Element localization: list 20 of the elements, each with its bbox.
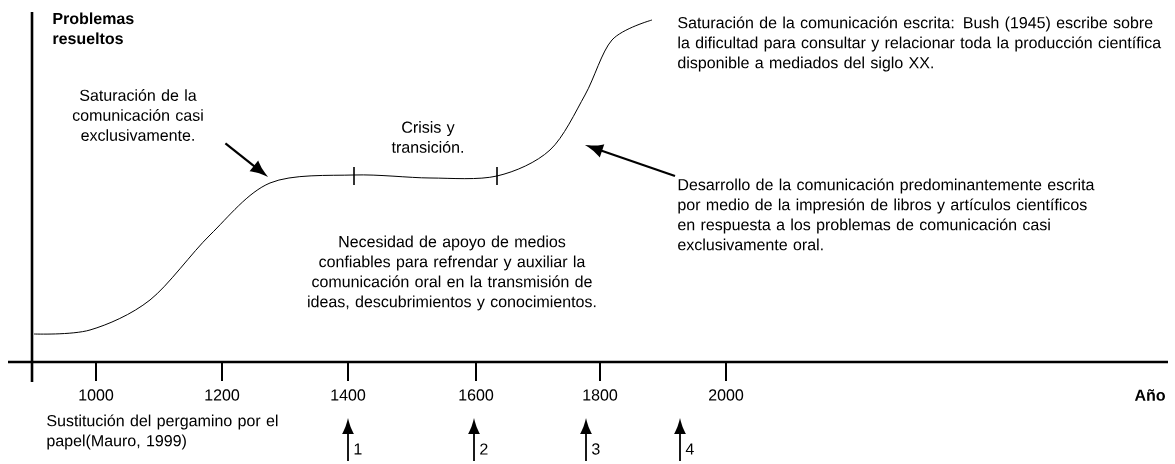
year-label: 1800	[583, 389, 618, 401]
callout-number: 4	[685, 443, 694, 455]
annotation-text: Desarrollo de la comunicación predominantemente escrita por medio de la impresión de libros y artículos científicos en respuesta a los problemas de comunicación casi exclusivamente oral.	[678, 178, 1095, 251]
callout-number: 2	[480, 443, 488, 455]
note-text: Sustitución del pergamino por el papel(Mauro, 1999)	[47, 414, 278, 450]
annotation-text: Crisis y transición.	[391, 121, 463, 153]
arrow	[224, 142, 266, 176]
axis-title: Año	[1134, 389, 1165, 401]
callout-number: 1	[354, 443, 362, 455]
arrow	[588, 144, 676, 178]
year-label: 1000	[79, 389, 114, 401]
annotation-text: Saturación de la comunicación casi exclusivamente.	[72, 89, 203, 141]
callout-number: 3	[592, 443, 600, 455]
year-label: 1400	[331, 389, 366, 401]
annotation-text: Saturación de la comunicación escrita: Bush (1945) escribe sobre la dificultad para consultar y relacionar toda la producción científica disponible a mediados del siglo XX.	[678, 16, 1162, 72]
axis-title: Problemas resueltos	[53, 12, 134, 45]
annotation-text: Necesidad de apoyo de medios confiables para refrendar y auxiliar la comunicación oral en la transmisión de ideas, descubrimientos y conocimientos.	[308, 235, 596, 311]
year-label: 1200	[205, 389, 240, 401]
year-label: 1600	[459, 389, 494, 401]
year-label: 2000	[709, 389, 744, 401]
